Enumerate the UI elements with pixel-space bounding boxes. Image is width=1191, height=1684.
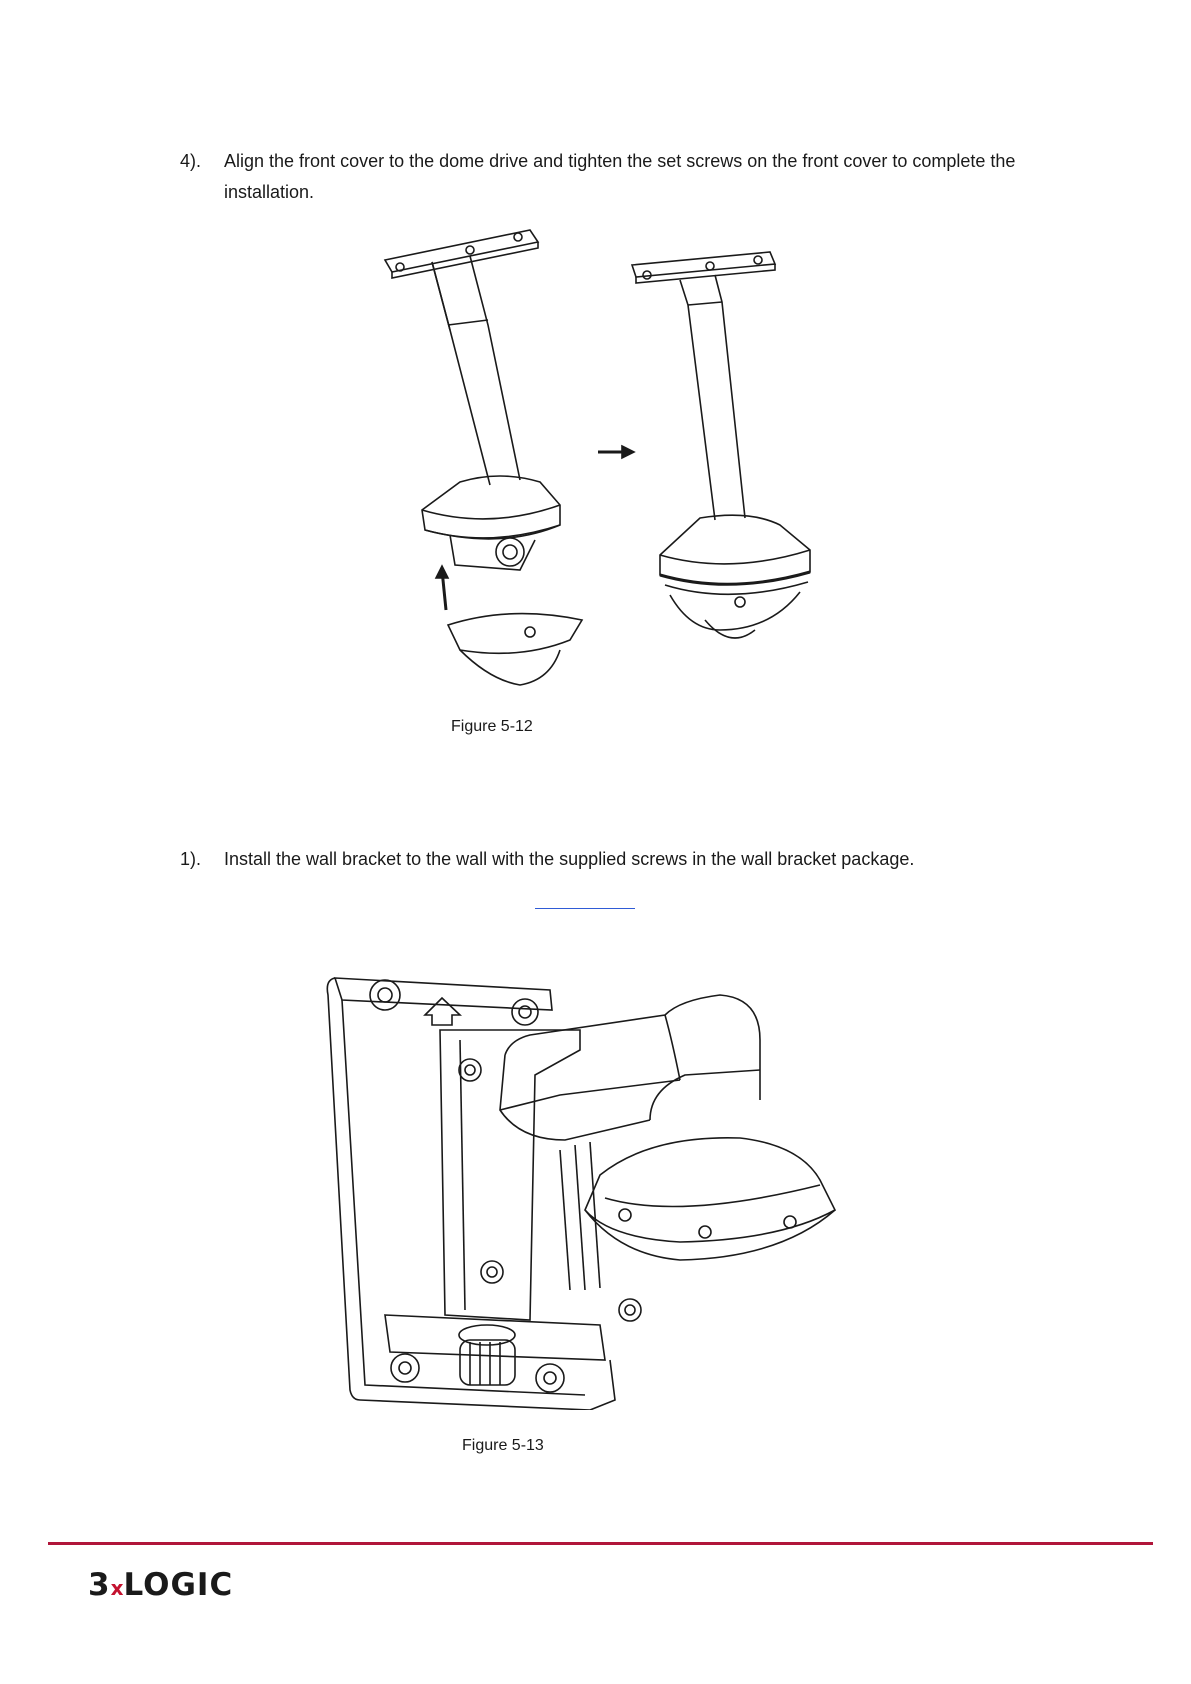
figure-caption: Figure 5-12: [451, 718, 533, 736]
arrow-right-icon: [598, 446, 634, 458]
footer-divider: [48, 1542, 1153, 1545]
junction-box: [560, 1138, 835, 1290]
wall-plate: [327, 978, 615, 1410]
figure-5-13-illustration: [320, 970, 890, 1410]
step-text: Align the front cover to the dome drive …: [224, 146, 1080, 208]
step-number: 4).: [180, 146, 201, 177]
hyperlink-underline[interactable]: [535, 908, 635, 909]
figure-caption: Figure 5-13: [462, 1437, 544, 1455]
logo-prefix: 3: [88, 1567, 111, 1603]
bracket-arm: [440, 995, 760, 1320]
step-number: 1).: [180, 844, 201, 875]
logo-x: x: [111, 1576, 124, 1600]
up-arrow-icon: [425, 998, 460, 1025]
logo-suffix: LOGIC: [123, 1567, 233, 1603]
instruction-step-4: 4). Align the front cover to the dome dr…: [180, 146, 1080, 208]
pendant-before-assembly: [385, 230, 582, 685]
figure-5-12-illustration: [370, 220, 930, 690]
step-text: Install the wall bracket to the wall wit…: [224, 844, 1080, 875]
brand-logo: 3xLOGIC: [88, 1565, 233, 1608]
pendant-after-assembly: [632, 252, 810, 638]
instruction-step-1: 1). Install the wall bracket to the wall…: [180, 844, 1080, 875]
